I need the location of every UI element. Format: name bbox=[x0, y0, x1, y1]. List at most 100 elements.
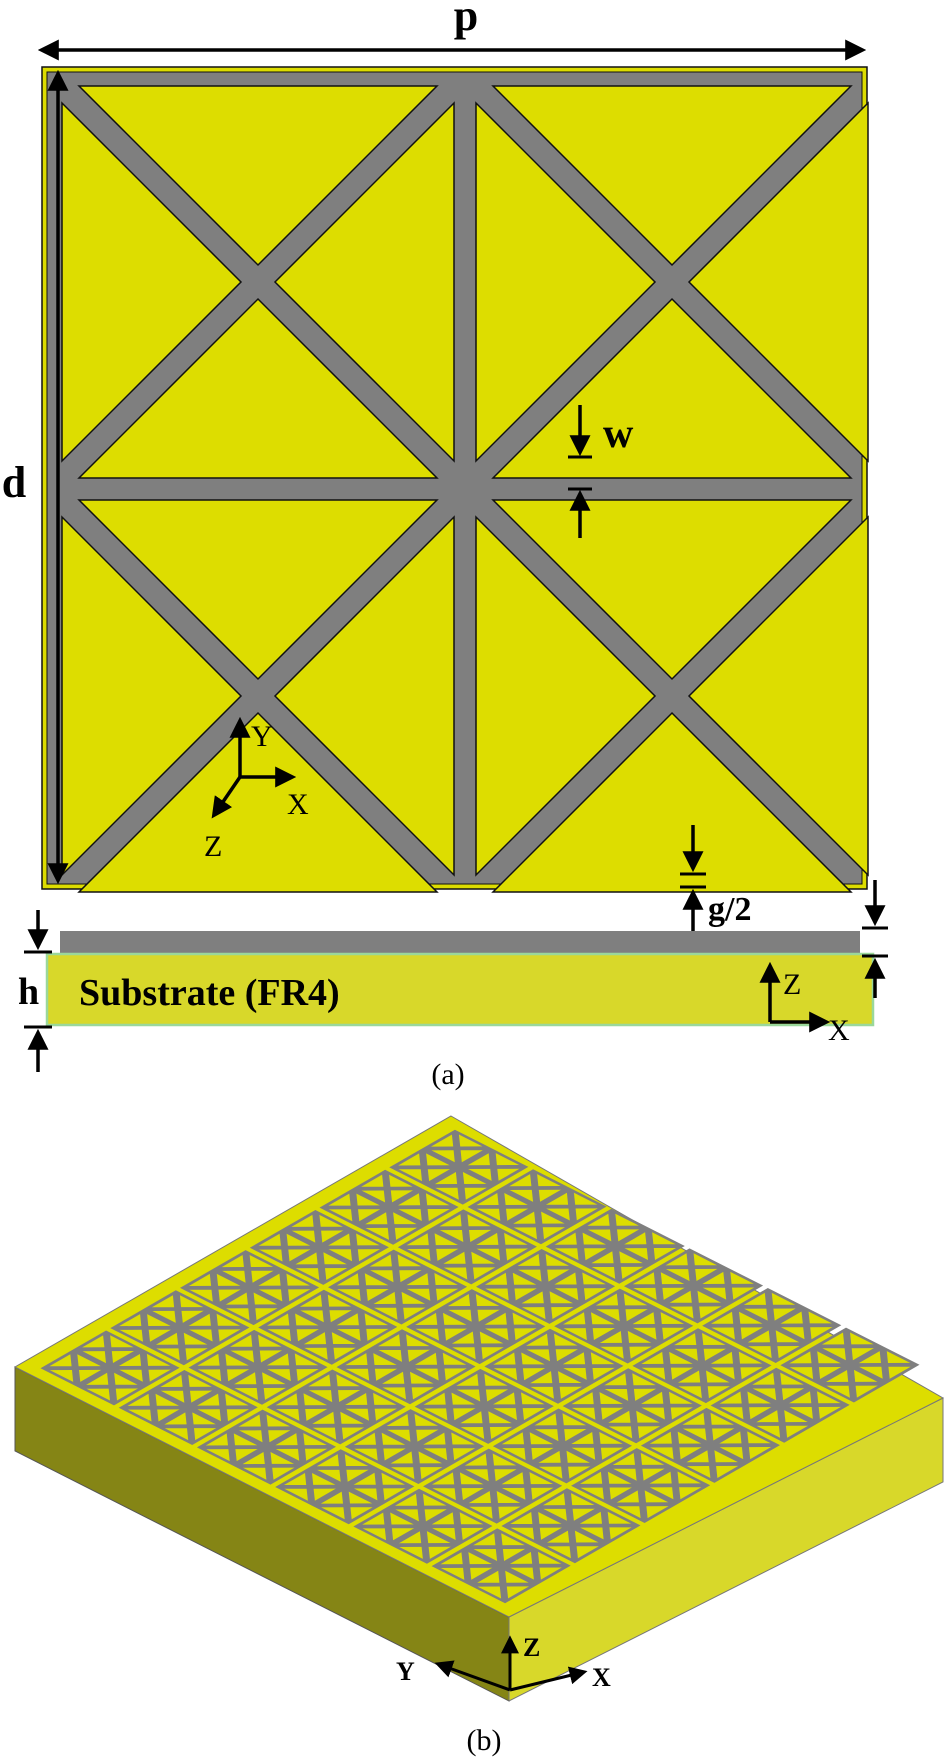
array-cell-26-tri-1-0 bbox=[535, 1429, 559, 1442]
array-cell-1-tri-1-0 bbox=[152, 1310, 176, 1323]
array-cell-3-tri-3-3 bbox=[328, 1233, 351, 1246]
array-cell-13-tri-3-2 bbox=[373, 1392, 397, 1405]
array-cell-11-tri-0-3 bbox=[476, 1193, 499, 1206]
array-cell-2-tri-2-1 bbox=[255, 1308, 278, 1321]
array-cell-4-tri-0-2 bbox=[356, 1193, 380, 1206]
array-cell-17-tri-2-0 bbox=[591, 1267, 616, 1279]
array-cell-2-tri-0-1 bbox=[218, 1289, 241, 1302]
array-cell-8-tri-2-0 bbox=[304, 1347, 328, 1360]
array-cell-14-tri-0-2 bbox=[373, 1353, 397, 1365]
array-cell-32-tri-0-3 bbox=[580, 1471, 603, 1484]
array-cells bbox=[40, 1129, 920, 1604]
array-cell-13-tri-3-0 bbox=[345, 1408, 369, 1421]
array-cell-26-tri-1-2 bbox=[562, 1413, 586, 1426]
array-cell-19-tri-1-0 bbox=[387, 1429, 411, 1442]
array-cell-4 bbox=[319, 1169, 459, 1245]
array-cell-5-tri-3-1 bbox=[497, 1168, 520, 1181]
array-cell-15-tri-0-2 bbox=[443, 1312, 467, 1325]
array-cell-17-tri-2-1 bbox=[621, 1266, 644, 1279]
array-cell-26-tri-0-0 bbox=[502, 1448, 526, 1460]
array-cell-2-tri-1-2 bbox=[249, 1255, 274, 1267]
array-cell-27-tri-2-0 bbox=[608, 1426, 633, 1439]
array-cell-2-tri-0-3 bbox=[188, 1273, 212, 1286]
array-cell-10-tri-0-1 bbox=[436, 1248, 459, 1261]
array-cell-8-tri-0-3 bbox=[267, 1313, 290, 1326]
array-cell-0-tri-3-2 bbox=[146, 1353, 171, 1366]
array-cell-4-tri-1-1 bbox=[390, 1190, 413, 1203]
array-cell-14 bbox=[336, 1329, 476, 1405]
array-cell-16-tri-0-0 bbox=[485, 1288, 509, 1301]
side-view: Substrate (FR4) Z X bbox=[45, 880, 888, 1047]
array-cell-22-tri-2-1 bbox=[629, 1346, 652, 1359]
array-cell-19-tri-2-3 bbox=[390, 1451, 413, 1464]
array-cell-2-tri-1-1 bbox=[251, 1270, 274, 1283]
array-cell-23-tri-3-3 bbox=[702, 1271, 725, 1284]
array-cell-21-tri-2-1 bbox=[559, 1386, 582, 1399]
array-cell-7-tri-3-1 bbox=[296, 1369, 319, 1382]
array-cell-9-tri-2-1 bbox=[403, 1307, 426, 1320]
array-cell-20-tri-3-3 bbox=[493, 1392, 516, 1405]
array-cell-19 bbox=[344, 1409, 484, 1484]
array-cell-25-tri-1-2 bbox=[492, 1453, 517, 1466]
array-cell-21-tri-0-2 bbox=[521, 1352, 545, 1365]
array-cell-28-tri-2-2 bbox=[706, 1370, 730, 1383]
array-cell-27 bbox=[562, 1368, 702, 1444]
array-cell-18-tri-1-1 bbox=[346, 1469, 369, 1482]
array-cell-12-tri-1-1 bbox=[268, 1430, 291, 1443]
array-cell-1-tri-3-1 bbox=[218, 1329, 241, 1342]
array-cell-6-tri-1-0 bbox=[160, 1390, 185, 1403]
array-cell-24-tri-1-1 bbox=[424, 1509, 447, 1522]
array-cell-9-tri-3-2 bbox=[434, 1273, 458, 1285]
array-cell-12-tri-1-0 bbox=[239, 1430, 263, 1443]
array-cell-9-tri-1-1 bbox=[399, 1270, 422, 1283]
array-cell-28-tri-1-3 bbox=[674, 1333, 697, 1346]
array-cell-31-tri-0-1 bbox=[539, 1527, 562, 1540]
array-cell-5-tri-2-1 bbox=[464, 1187, 487, 1200]
array-cell-23-tri-2-1 bbox=[699, 1306, 722, 1319]
array-cell-21-tri-3-2 bbox=[590, 1352, 615, 1365]
array-cell-22-tri-3-0 bbox=[633, 1327, 657, 1340]
array-cell-13-tri-2-3 bbox=[312, 1411, 335, 1424]
array-cell-33-tri-0-3 bbox=[649, 1431, 672, 1444]
array-cell-17-tri-3-2 bbox=[652, 1232, 676, 1245]
array-cell-0-tri-1-1 bbox=[111, 1351, 134, 1363]
array-cell-20-tri-2-3 bbox=[460, 1411, 483, 1424]
array-cell-16-tri-3-0 bbox=[554, 1288, 579, 1301]
array-cell-17-tri-1-2 bbox=[615, 1213, 639, 1226]
array-cell-5-tri-3-2 bbox=[495, 1153, 520, 1166]
array-cell-2-tri-1-0 bbox=[222, 1270, 246, 1283]
array-cell-0-tri-2-0 bbox=[86, 1388, 110, 1401]
axis-3d-y: Y bbox=[396, 1657, 415, 1686]
array-cell-1-tri-3-0 bbox=[189, 1329, 213, 1342]
array-cell-34-tri-0-3 bbox=[719, 1391, 742, 1404]
metal-triangle-9 bbox=[273, 515, 455, 877]
array-cell-22-tri-1-1 bbox=[625, 1309, 648, 1322]
array-cell-13-tri-1-2 bbox=[336, 1374, 360, 1387]
array-cell-25-tri-0-1 bbox=[461, 1488, 484, 1501]
array-cell-22-tri-1-3 bbox=[595, 1293, 619, 1306]
dim-h: h bbox=[18, 910, 52, 1072]
array-cell-6-tri-3-0 bbox=[197, 1409, 221, 1422]
array-cell-12-tri-3-3 bbox=[275, 1433, 298, 1446]
array-cell-12-tri-2-0 bbox=[243, 1467, 267, 1480]
array-cell-7-tri-0-0 bbox=[197, 1369, 222, 1382]
array-cell-27-tri-1-0 bbox=[604, 1389, 629, 1401]
array-cell-22-tri-0-3 bbox=[563, 1312, 586, 1325]
array-cell-18-tri-2-0 bbox=[321, 1507, 345, 1520]
array-cell-3-tri-2-2 bbox=[323, 1252, 347, 1265]
array-cell-20-tri-0-2 bbox=[451, 1392, 475, 1405]
array-cell-13-tri-2-2 bbox=[340, 1411, 364, 1424]
array-cell-32-tri-2-3 bbox=[616, 1490, 639, 1503]
array-cell-0-tri-1-3 bbox=[82, 1335, 105, 1348]
array-cell-29-tri-1-3 bbox=[743, 1292, 766, 1305]
array-cell-20-tri-0-0 bbox=[423, 1408, 448, 1421]
array-cell-2-tri-2-3 bbox=[225, 1292, 248, 1305]
array-cell-22-tri-1-0 bbox=[596, 1309, 620, 1322]
array-cell-15-tri-2-0 bbox=[452, 1347, 476, 1360]
array-cell-18-tri-2-2 bbox=[348, 1491, 373, 1504]
array-cell-18-tri-0-1 bbox=[313, 1488, 336, 1501]
array-cell-12-tri-2-2 bbox=[270, 1452, 294, 1464]
array-cell-14-tri-3-1 bbox=[444, 1368, 467, 1381]
array-cell-10-tri-2-0 bbox=[443, 1267, 468, 1280]
array-cell-27-tri-0-3 bbox=[571, 1392, 594, 1405]
